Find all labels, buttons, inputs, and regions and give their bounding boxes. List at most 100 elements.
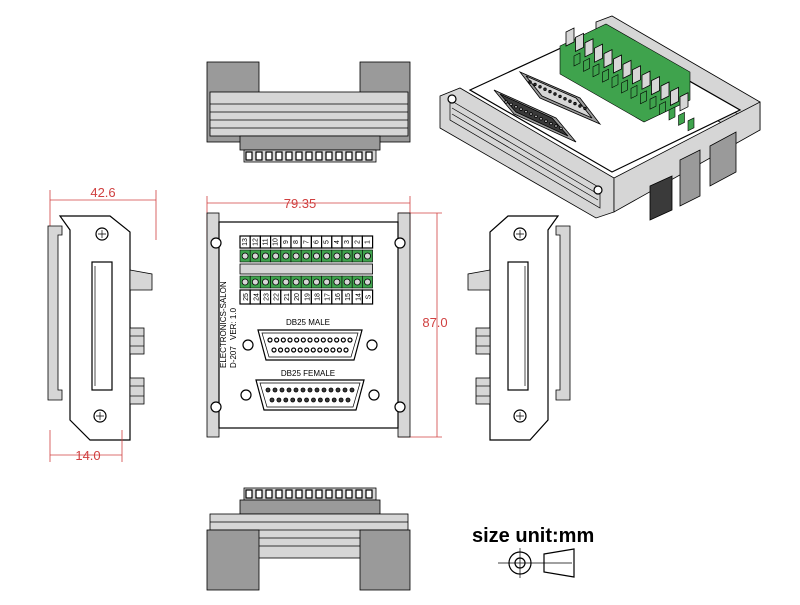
terminal-bottom-number: 14 [355, 293, 362, 301]
terminal-bottom-number: 23 [264, 293, 271, 301]
iso-terminal-screw [668, 106, 676, 121]
db25-pin [287, 337, 293, 343]
db25-pin [284, 347, 290, 353]
db25-pin [272, 387, 278, 393]
iso-terminal-pin [575, 32, 584, 53]
db25-pin [345, 397, 351, 403]
db25-pin [293, 387, 299, 393]
db25-pin [311, 397, 316, 403]
terminal-top-number: 5 [324, 240, 331, 244]
iso-terminal-pin [670, 86, 679, 107]
iso-terminal-screw [630, 84, 638, 99]
iso-terminal-pin [679, 92, 689, 112]
db25-pin [304, 397, 309, 403]
iso-terminal-pin [584, 38, 594, 58]
terminal-top-number: 3 [344, 240, 351, 244]
right-side-view [467, 215, 571, 441]
terminal-top-number: 11 [263, 238, 270, 245]
board-model-label: D-207 [229, 346, 238, 368]
db25-female-label: DB25 FEMALE [281, 369, 335, 378]
left-side-terminal [129, 269, 153, 291]
iso-terminal-pin [632, 65, 641, 85]
left-side-view: 42.6 14.0 [47, 185, 157, 463]
db25-pin [291, 347, 297, 353]
front-height-dimension: 87.0 [422, 315, 447, 330]
db25-pin [277, 347, 284, 353]
iso-terminal-screw [621, 79, 628, 94]
terminal-tooth [255, 489, 263, 499]
terminal-tooth [355, 151, 363, 161]
right-rail-clip [555, 225, 571, 401]
terminal-top-number: 1 [365, 240, 372, 244]
db25-pin [300, 387, 306, 393]
terminal-tooth [325, 151, 333, 161]
db25-pin [286, 387, 292, 393]
terminal-bottom-number: 21 [284, 293, 291, 301]
db25-pin [317, 397, 323, 403]
terminal-tooth [265, 151, 273, 161]
db25-pin [340, 337, 346, 343]
db25-pin [274, 337, 280, 343]
iso-pcb [468, 29, 742, 173]
terminal-tooth [345, 489, 353, 499]
left-side-connector-female [129, 377, 145, 405]
iso-terminal-screw [640, 90, 647, 105]
terminal-top-number: 13 [242, 238, 249, 246]
db25-pin [321, 387, 327, 393]
db25-pin [336, 347, 343, 353]
bottom-view-left-foot [206, 529, 260, 591]
terminal-bottom-number: S [366, 294, 373, 299]
third-angle-projection-icon [498, 548, 575, 578]
terminal-tooth [325, 489, 333, 499]
db25-pin [314, 337, 320, 343]
db25-pin [327, 337, 333, 343]
iso-terminal-screw [611, 74, 619, 89]
iso-terminal-screw [602, 68, 609, 83]
db25-pin [265, 387, 271, 393]
left-rail-clip [47, 225, 63, 401]
right-side-terminal [467, 269, 491, 291]
legend: size unit:mm [472, 525, 594, 578]
terminal-tooth [365, 151, 373, 161]
iso-terminal-pin [613, 54, 622, 74]
db25-pin [290, 397, 296, 403]
db25-pin [314, 387, 320, 393]
terminal-tooth [285, 151, 293, 161]
terminal-bottom-number: 25 [243, 293, 250, 301]
terminal-tooth [285, 489, 293, 499]
terminal-tooth [355, 489, 363, 499]
right-side-connector-male [475, 327, 491, 355]
iso-terminal-pin [622, 59, 632, 80]
db25-pin [307, 337, 313, 343]
left-side-connector-male [129, 327, 145, 355]
iso-terminal-pin [603, 48, 613, 69]
db25-female-connector [255, 379, 365, 411]
terminal-bottom-number: 17 [325, 293, 332, 301]
db25-pin [307, 387, 313, 393]
terminal-bottom-number: 19 [304, 293, 311, 301]
terminal-top-label-box [361, 235, 374, 249]
db25-pin [297, 397, 303, 403]
terminal-top-number: 8 [293, 240, 300, 244]
db25-pin [267, 337, 273, 343]
terminal-top-number: 2 [354, 240, 361, 244]
db25-pin [310, 347, 316, 353]
terminal-tooth [245, 489, 253, 499]
terminal-top-number: 6 [314, 240, 321, 244]
terminal-tooth [365, 489, 373, 499]
left-side-window [91, 261, 113, 391]
db25-pin [335, 387, 341, 393]
db25-pin [343, 347, 349, 353]
board-company-label: ELECTRONICS-SALON [219, 281, 228, 368]
board-version-label: VER: 1.0 [229, 307, 238, 340]
size-unit-label: size unit:mm [472, 525, 594, 547]
terminal-tooth [335, 151, 343, 161]
isometric-view [439, 15, 761, 221]
terminal-tooth [345, 151, 353, 161]
terminal-tooth [305, 151, 313, 161]
terminal-bottom-number: 20 [294, 293, 301, 301]
side-base-dimension: 14.0 [75, 448, 100, 463]
